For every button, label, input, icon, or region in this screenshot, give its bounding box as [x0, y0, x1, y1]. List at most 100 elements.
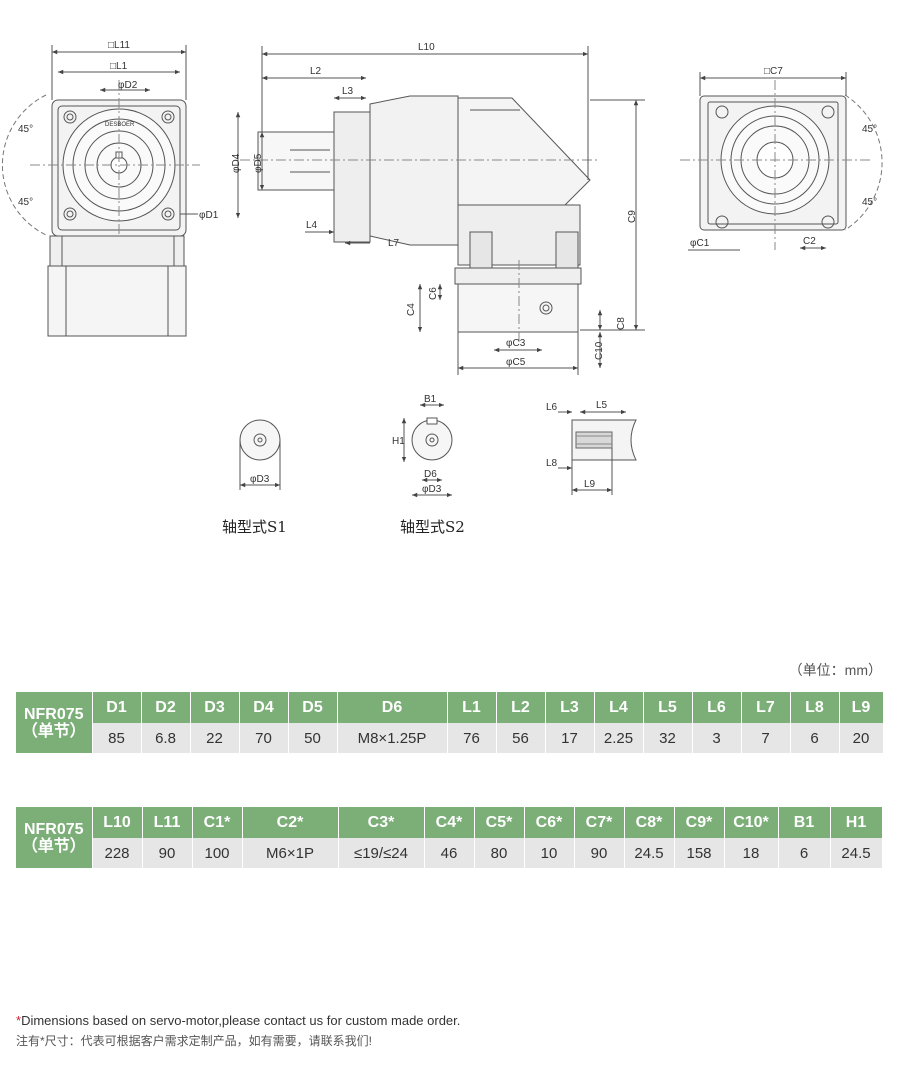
- header-cell: D2: [141, 692, 191, 723]
- model-cell: NFR075 （单节）: [16, 807, 93, 868]
- label-d1: φD1: [199, 210, 219, 221]
- spec-table-1: NFR075 （单节） D1 D2 D3 D4 D5 D6 L1 L2 L3 L…: [16, 692, 884, 753]
- shaft-s2: [401, 402, 453, 498]
- table-header-row: NFR075 （单节） L10 L11 C1* C2* C3* C4* C5* …: [16, 807, 883, 868]
- footnotes: *Dimensions based on servo-motor,please …: [16, 1010, 460, 1052]
- label-angle-right-bottom: 45°: [862, 197, 877, 208]
- value-cell: M8×1.25P: [337, 723, 448, 753]
- value-cell: 17: [545, 723, 595, 753]
- value-cell: 10: [524, 838, 575, 868]
- label-l10: L10: [418, 42, 435, 53]
- value-cell: 7: [741, 723, 791, 753]
- value-cell: 24.5: [624, 838, 675, 868]
- label-d4: φD4: [231, 153, 242, 173]
- footnote-en: *Dimensions based on servo-motor,please …: [16, 1010, 460, 1031]
- label-s2-d3: φD3: [422, 484, 442, 495]
- label-angle-left-bottom: 45°: [18, 197, 33, 208]
- label-angle-right-top: 45°: [862, 124, 877, 135]
- header-cell: D1: [92, 692, 142, 723]
- header-cell: L3: [545, 692, 595, 723]
- value-cell: 90: [142, 838, 193, 868]
- value-cell: 2.25: [594, 723, 644, 753]
- value-cell: 22: [190, 723, 240, 753]
- model-sub: （单节）: [21, 722, 86, 740]
- asterisk: *: [16, 1013, 22, 1028]
- model-name: NFR075: [23, 820, 84, 838]
- label-l1: □L1: [110, 61, 128, 72]
- label-s1-d3: φD3: [250, 474, 270, 485]
- header-cell: D6: [337, 692, 448, 723]
- table-value-row: 228 90 100 M6×1P ≤19/≤24 46 80 10 90 24.…: [16, 838, 883, 868]
- header-cell: C3*: [338, 807, 425, 838]
- header-cell: L7: [741, 692, 791, 723]
- value-cell: 56: [496, 723, 546, 753]
- label-l4: L4: [306, 220, 318, 231]
- label-l3: L3: [342, 86, 354, 97]
- label-l7: L7: [388, 238, 400, 249]
- label-c2: C2: [803, 236, 816, 247]
- label-c9: C9: [627, 210, 638, 223]
- label-c8: C8: [616, 317, 627, 330]
- header-cell: L2: [496, 692, 546, 723]
- table-header-row: NFR075 （单节） D1 D2 D3 D4 D5 D6 L1 L2 L3 L…: [16, 692, 884, 753]
- label-b1: B1: [424, 394, 437, 405]
- value-cell: 76: [447, 723, 497, 753]
- label-c4: C4: [406, 303, 417, 316]
- value-cell: 6.8: [141, 723, 191, 753]
- label-c5: φC5: [506, 357, 526, 368]
- spec-table-2: NFR075 （单节） L10 L11 C1* C2* C3* C4* C5* …: [16, 807, 883, 868]
- header-cell: L6: [692, 692, 742, 723]
- value-cell: 85: [92, 723, 142, 753]
- header-cell: H1: [830, 807, 883, 838]
- caption-shaft-s1: 轴型式S1: [222, 518, 287, 536]
- header-cell: C1*: [192, 807, 243, 838]
- value-cell: 46: [424, 838, 475, 868]
- header-cell: C6*: [524, 807, 575, 838]
- header-cell: D5: [288, 692, 338, 723]
- label-l5: L5: [596, 400, 608, 411]
- header-cell: D3: [190, 692, 240, 723]
- value-cell: ≤19/≤24: [338, 838, 425, 868]
- label-angle-left-top: 45°: [18, 124, 33, 135]
- value-cell: M6×1P: [242, 838, 339, 868]
- value-cell: 20: [839, 723, 884, 753]
- value-cell: 70: [239, 723, 289, 753]
- label-c7: □C7: [764, 66, 783, 77]
- header-cell: L10: [92, 807, 143, 838]
- header-cell: L5: [643, 692, 693, 723]
- label-c6: C6: [428, 287, 439, 300]
- table-value-row: 85 6.8 22 70 50 M8×1.25P 76 56 17 2.25 3…: [16, 723, 884, 753]
- label-d2: φD2: [118, 80, 138, 91]
- model-cell: NFR075 （单节）: [16, 692, 93, 753]
- header-cell: L9: [839, 692, 884, 723]
- value-cell: 6: [778, 838, 831, 868]
- label-l2: L2: [310, 66, 322, 77]
- value-cell: 6: [790, 723, 840, 753]
- header-cell: L8: [790, 692, 840, 723]
- rear-view: [680, 72, 883, 251]
- model-name: NFR075: [23, 705, 84, 723]
- value-cell: 100: [192, 838, 243, 868]
- label-l9: L9: [584, 479, 596, 490]
- header-cell: L1: [447, 692, 497, 723]
- header-cell: C7*: [574, 807, 625, 838]
- threaded-end-detail: [558, 409, 637, 495]
- caption-shaft-s2: 轴型式S2: [400, 518, 465, 536]
- technical-drawing: □L11 □L1 φD2 φD1 45° 45° DESBOER L10 L2 …: [1, 40, 883, 536]
- label-c1: φC1: [690, 238, 710, 249]
- unit-note: （单位：mm）: [788, 662, 882, 678]
- footnote-en-text: Dimensions based on servo-motor,please c…: [21, 1013, 461, 1028]
- label-h1: H1: [392, 436, 405, 447]
- label-l11: □L11: [108, 40, 130, 51]
- header-cell: C8*: [624, 807, 675, 838]
- label-l8: L8: [546, 458, 558, 469]
- header-cell: L4: [594, 692, 644, 723]
- label-d5: φD5: [253, 153, 264, 173]
- header-cell: C4*: [424, 807, 475, 838]
- model-sub: （单节）: [21, 837, 86, 855]
- label-c10: C10: [594, 341, 605, 360]
- value-cell: 158: [674, 838, 725, 868]
- value-cell: 24.5: [830, 838, 883, 868]
- label-d6: D6: [424, 469, 437, 480]
- value-cell: 50: [288, 723, 338, 753]
